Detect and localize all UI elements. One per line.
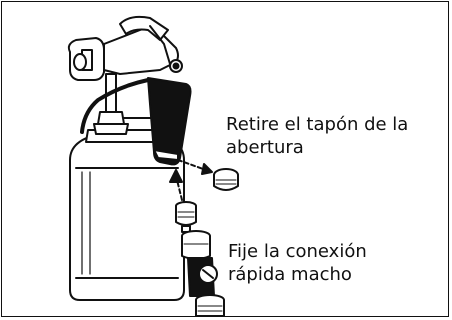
gun-handle <box>147 77 192 166</box>
attach-connector-label: Fije la conexión rápida macho <box>228 240 378 286</box>
remove-plug-label: Retire el tapón de la abertura <box>226 113 441 159</box>
attach-arrow <box>169 169 183 201</box>
figure-frame <box>1 1 449 317</box>
spray-gun-body <box>67 15 183 135</box>
fluid-hose <box>80 78 150 134</box>
remove-plug-text: Retire el tapón de la abertura <box>226 114 409 158</box>
air-hose <box>187 257 225 317</box>
quick-connector-male <box>175 201 197 233</box>
attach-connector-text: Fije la conexión rápida macho <box>228 241 367 285</box>
plug-part <box>213 168 239 191</box>
removal-arrow <box>177 159 213 175</box>
quick-connector-coupler <box>181 230 211 260</box>
